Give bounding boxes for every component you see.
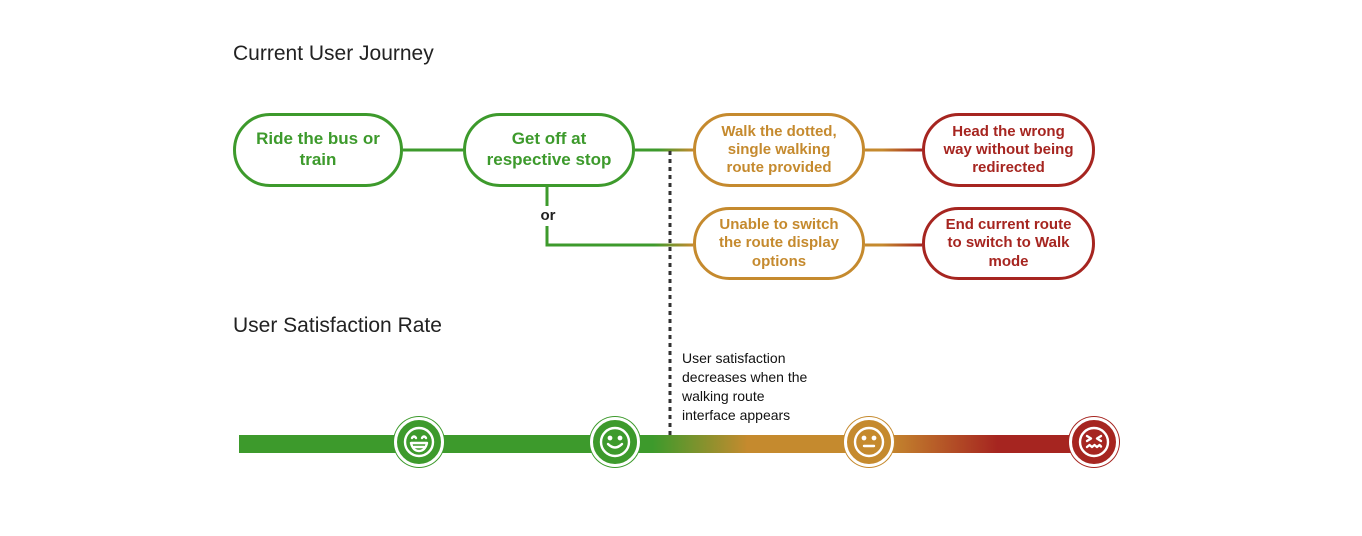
connector-unable-end: [865, 243, 922, 247]
neutral-face-icon: [844, 417, 894, 467]
satisfaction-annotation: User satisfaction decreases when the wal…: [682, 350, 808, 423]
connector-getoff-walk: [635, 148, 693, 152]
satisfaction-title: User Satisfaction Rate: [233, 314, 442, 337]
connector-walk-wrong: [865, 148, 922, 152]
journey-title: Current User Journey: [233, 42, 434, 65]
distressed-face-icon: [1069, 417, 1119, 467]
laughing-face-icon: [394, 417, 444, 467]
smiling-face-icon: [590, 417, 640, 467]
connector-branch-unable: [628, 243, 693, 247]
satisfaction-gradient-bar: [239, 435, 1101, 453]
branch-or-label: or: [532, 206, 564, 226]
